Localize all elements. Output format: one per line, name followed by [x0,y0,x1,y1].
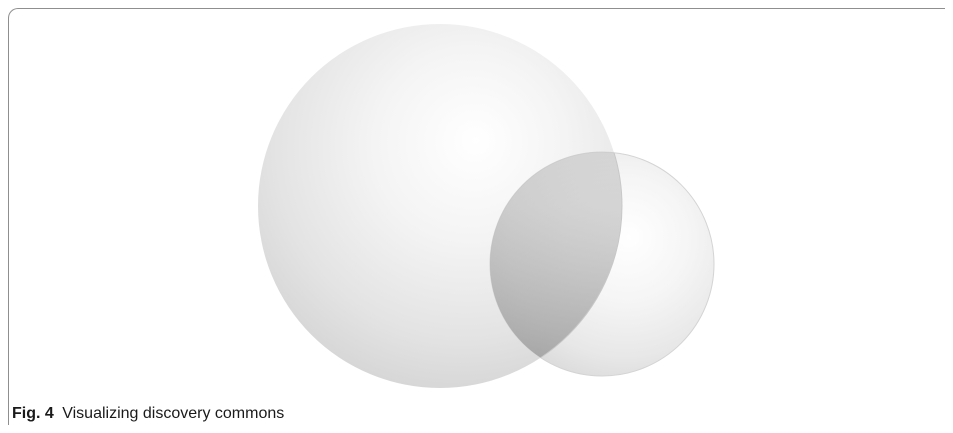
figure-caption-text: Visualizing discovery commons [62,405,284,422]
figure-caption: Fig. 4 Visualizing discovery commons [12,404,284,424]
figure-label: Fig. 4 [12,405,54,422]
